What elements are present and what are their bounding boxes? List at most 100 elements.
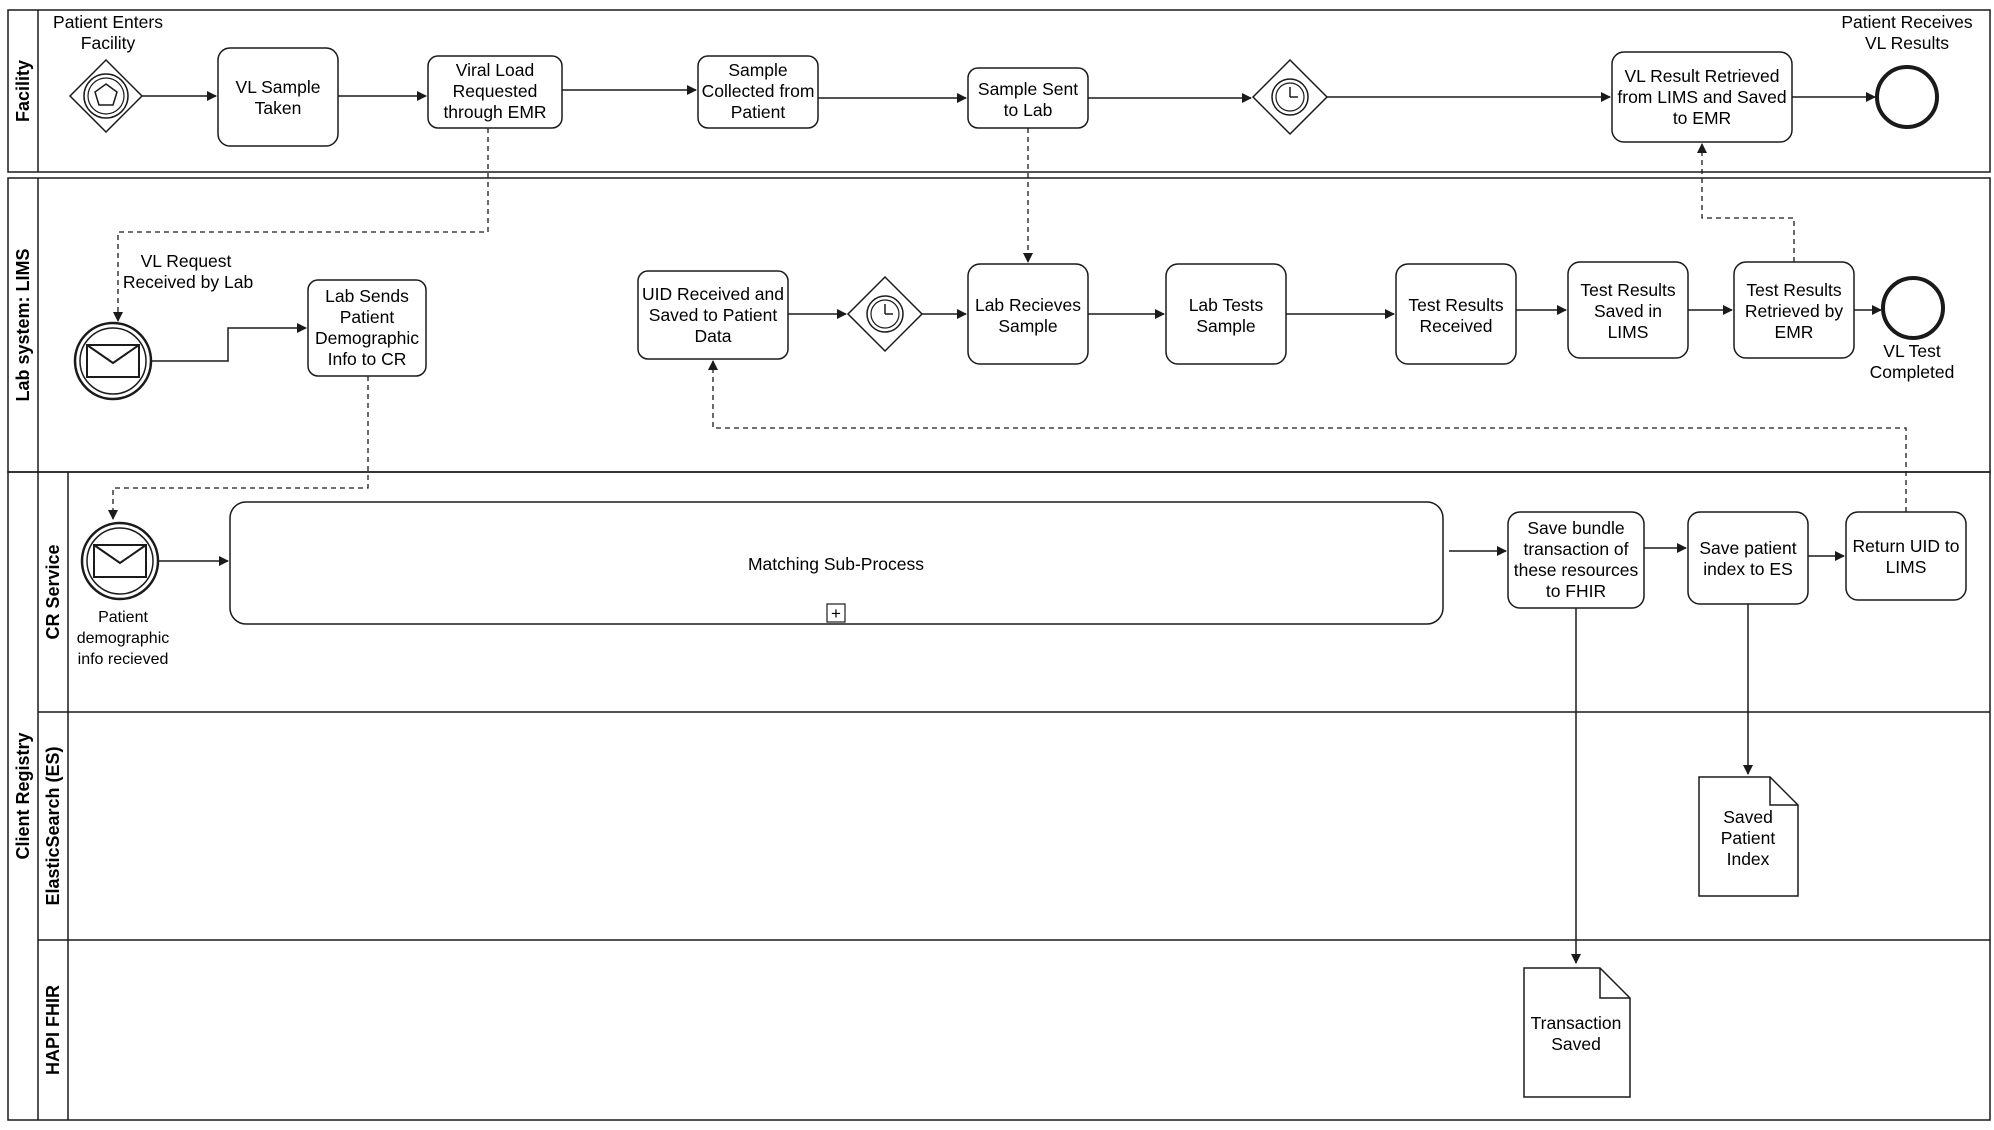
svg-text:Test Results: Test Results — [1408, 295, 1504, 315]
task-vl-result-retrieved: VL Result Retrieved from LIMS and Saved … — [1611, 51, 1793, 143]
message-start-event-lims — [73, 321, 153, 401]
task-test-results-retrieved: Test Results Retrieved by EMR — [1733, 261, 1855, 359]
start-event — [68, 58, 144, 134]
task-lab-receives-sample: Lab Recieves Sample — [967, 263, 1089, 365]
svg-text:to EMR: to EMR — [1673, 108, 1731, 128]
svg-text:Taken: Taken — [255, 98, 302, 118]
clock-icon — [1271, 78, 1309, 116]
svg-text:to FHIR: to FHIR — [1546, 581, 1606, 601]
document-transaction-saved: Transaction Saved — [1523, 967, 1631, 1098]
svg-text:EMR: EMR — [1775, 322, 1814, 342]
task-sample-collected: Sample Collected from Patient — [697, 55, 819, 129]
svg-text:LIMS: LIMS — [1608, 322, 1649, 342]
svg-text:Received: Received — [1420, 316, 1493, 336]
lane-label-cr-service: CR Service — [43, 544, 63, 639]
svg-text:Sample Sent: Sample Sent — [978, 79, 1078, 99]
clock-icon — [866, 295, 904, 333]
message-flows — [108, 128, 1907, 520]
svg-text:from LIMS and Saved: from LIMS and Saved — [1617, 87, 1786, 107]
svg-text:info recieved: info recieved — [78, 651, 169, 668]
svg-text:index to ES: index to ES — [1703, 559, 1793, 579]
svg-text:these resources: these resources — [1514, 560, 1639, 580]
svg-text:Data: Data — [695, 326, 732, 346]
svg-text:VL Request: VL Request — [141, 251, 232, 271]
subprocess-expand-icon[interactable]: + — [826, 603, 846, 623]
document-saved-patient-index: Saved Patient Index — [1698, 776, 1799, 897]
task-lab-tests-sample: Lab Tests Sample — [1165, 263, 1287, 365]
task-vl-sample-taken: VL Sample Taken — [217, 47, 339, 147]
svg-text:Viral Load: Viral Load — [456, 60, 535, 80]
pool-frames — [7, 9, 1991, 1121]
svg-text:+: + — [831, 604, 841, 623]
svg-text:Facility: Facility — [81, 33, 136, 53]
svg-text:Saved: Saved — [1551, 1034, 1601, 1054]
svg-text:Patient: Patient — [1721, 828, 1776, 848]
svg-text:Patient Enters: Patient Enters — [53, 12, 163, 32]
envelope-icon — [86, 344, 140, 378]
svg-text:through EMR: through EMR — [443, 102, 546, 122]
svg-text:Sample: Sample — [728, 60, 787, 80]
task-uid-received: UID Received and Saved to Patient Data — [637, 270, 789, 360]
pool-label-client-registry: Client Registry — [13, 732, 33, 859]
svg-text:Save patient: Save patient — [1699, 538, 1796, 558]
svg-text:Sample: Sample — [998, 316, 1057, 336]
svg-text:Requested: Requested — [453, 81, 538, 101]
pool-label-facility: Facility — [13, 60, 33, 122]
task-lab-sends-demographic: Lab Sends Patient Demographic Info to CR — [307, 279, 427, 377]
svg-text:Saved: Saved — [1723, 807, 1773, 827]
svg-text:Demographic: Demographic — [315, 328, 419, 348]
svg-text:Completed: Completed — [1870, 362, 1955, 382]
svg-text:Patient: Patient — [340, 307, 395, 327]
svg-text:Transaction: Transaction — [1531, 1013, 1622, 1033]
svg-text:Return UID to: Return UID to — [1853, 536, 1960, 556]
svg-text:Collected from: Collected from — [702, 81, 815, 101]
task-save-bundle: Save bundle transaction of these resourc… — [1507, 511, 1645, 609]
lane-label-hapi-fhir: HAPI FHIR — [43, 985, 63, 1075]
svg-text:Lab Sends: Lab Sends — [325, 286, 409, 306]
end-event-facility-label: Patient Receives VL Results — [1841, 12, 1973, 53]
end-event-facility — [1875, 65, 1939, 129]
svg-text:LIMS: LIMS — [1886, 557, 1927, 577]
envelope-icon — [93, 544, 147, 578]
svg-text:Saved to Patient: Saved to Patient — [649, 305, 778, 325]
pentagon-start-icon — [94, 83, 118, 106]
pool-label-lims: Lab system: LIMS — [13, 248, 33, 401]
task-return-uid: Return UID to LIMS — [1845, 511, 1967, 601]
svg-text:VL Test: VL Test — [1883, 341, 1941, 361]
svg-text:Index: Index — [1727, 849, 1770, 869]
svg-text:UID Received and: UID Received and — [642, 284, 784, 304]
svg-text:Save bundle: Save bundle — [1527, 518, 1624, 538]
message-start-event-lims-label: VL Request Received by Lab — [123, 251, 253, 292]
facility-sequence-flows — [142, 85, 1876, 103]
svg-text:transaction of: transaction of — [1523, 539, 1628, 559]
svg-text:VL Results: VL Results — [1865, 33, 1949, 53]
timer-gateway-facility — [1251, 58, 1329, 136]
svg-text:Retrieved by: Retrieved by — [1745, 301, 1843, 321]
cr-sequence-flows — [158, 543, 1845, 964]
svg-text:Lab Tests: Lab Tests — [1189, 295, 1264, 315]
svg-text:VL Sample: VL Sample — [236, 77, 321, 97]
start-event-label: Patient Enters Facility — [53, 12, 163, 53]
svg-text:Test Results: Test Results — [1580, 280, 1676, 300]
svg-text:Patient Receives: Patient Receives — [1841, 12, 1973, 32]
svg-text:Info to CR: Info to CR — [328, 349, 407, 369]
svg-text:Test Results: Test Results — [1746, 280, 1842, 300]
lane-label-elasticsearch: ElasticSearch (ES) — [43, 746, 63, 905]
svg-text:Received by Lab: Received by Lab — [123, 272, 253, 292]
task-test-results-received: Test Results Received — [1395, 263, 1517, 365]
end-event-lims-label: VL Test Completed — [1870, 341, 1955, 382]
svg-text:Lab Recieves: Lab Recieves — [975, 295, 1081, 315]
svg-text:demographic: demographic — [77, 630, 170, 647]
message-start-event-cr-label: Patient demographic info recieved — [77, 609, 170, 668]
message-start-event-cr — [80, 521, 160, 601]
task-save-patient-index: Save patient index to ES — [1687, 511, 1809, 605]
svg-text:Patient: Patient — [731, 102, 786, 122]
svg-text:Patient: Patient — [98, 609, 148, 626]
task-test-results-saved: Test Results Saved in LIMS — [1567, 261, 1689, 359]
svg-text:to Lab: to Lab — [1004, 100, 1053, 120]
svg-text:Sample: Sample — [1196, 316, 1255, 336]
svg-text:Saved in: Saved in — [1594, 301, 1662, 321]
timer-gateway-lims — [846, 275, 924, 353]
matching-subprocess: Matching Sub-Process + — [229, 501, 1444, 625]
